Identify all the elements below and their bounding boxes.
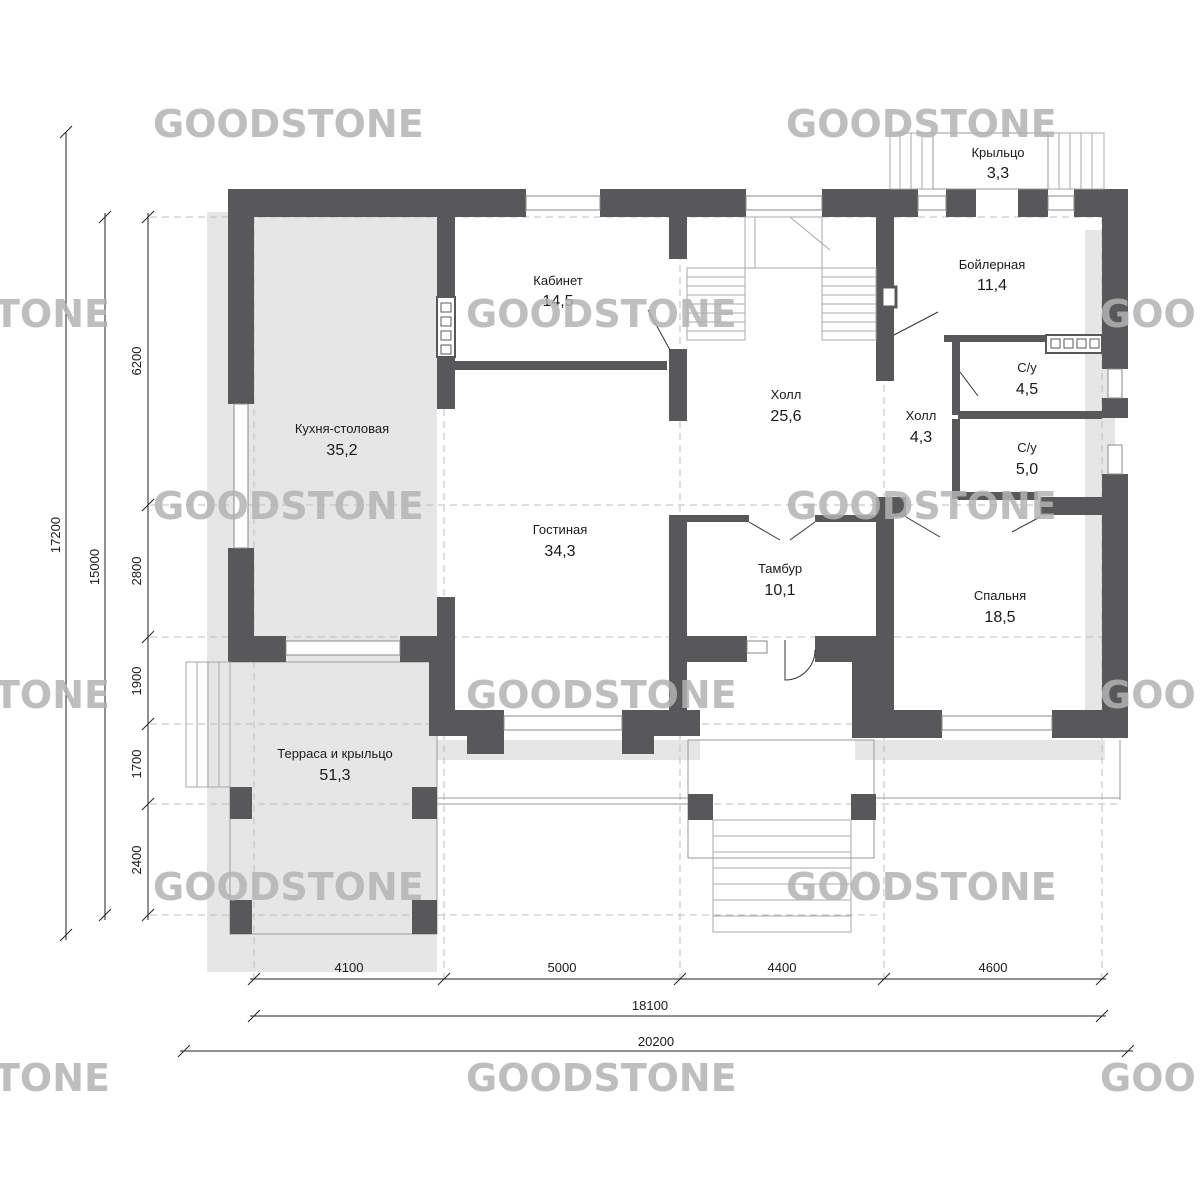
room-name-living: Гостиная xyxy=(533,522,588,537)
windows xyxy=(233,195,1123,731)
room-name-terrace: Терраса и крыльцо xyxy=(277,746,393,761)
room-area-wc1: 4,5 xyxy=(1016,381,1038,398)
room-name-wc1: С/у xyxy=(1017,360,1037,375)
room-area-porch: 3,3 xyxy=(987,165,1009,182)
room-area-hall-small: 4,3 xyxy=(910,429,932,446)
dim-bottom-1: 4100 xyxy=(335,960,364,975)
room-name-study: Кабинет xyxy=(533,273,582,288)
dim-left-4: 1700 xyxy=(129,750,144,779)
watermark-14: GOODSTONE xyxy=(466,1056,737,1100)
dim-bottom-3: 4400 xyxy=(768,960,797,975)
room-name-hall-main: Холл xyxy=(771,387,802,402)
dim-left-5: 2400 xyxy=(129,846,144,875)
dim-width-inner: 18100 xyxy=(632,998,668,1013)
room-area-vestibule: 10,1 xyxy=(764,582,795,599)
watermark-5: GOO xyxy=(1100,292,1196,336)
watermark-1: GOODSTONE xyxy=(153,102,424,146)
dim-left-2: 2800 xyxy=(129,557,144,586)
room-name-porch: Крыльцо xyxy=(971,145,1024,160)
watermark-9: GOODSTONE xyxy=(466,673,737,717)
room-area-terrace: 51,3 xyxy=(319,767,350,784)
room-area-wc2: 5,0 xyxy=(1016,461,1038,478)
watermark-8: TONE xyxy=(0,673,110,717)
room-area-study: 14,5 xyxy=(542,293,573,310)
room-name-boiler: Бойлерная xyxy=(959,257,1026,272)
watermarks: GOODSTONE GOODSTONE TONE GOODSTONE GOO G… xyxy=(0,102,1196,1100)
room-area-boiler: 11,4 xyxy=(977,277,1007,294)
watermark-6: GOODSTONE xyxy=(153,484,424,528)
dim-height-mid: 15000 xyxy=(87,549,102,585)
doors xyxy=(647,309,1041,681)
room-area-bedroom: 18,5 xyxy=(984,609,1015,626)
watermark-15: GOO xyxy=(1100,1056,1196,1100)
watermark-13: TONE xyxy=(0,1056,110,1100)
dim-left-3: 1900 xyxy=(129,667,144,696)
watermark-7: GOODSTONE xyxy=(786,484,1057,528)
room-name-bedroom: Спальня xyxy=(974,588,1026,603)
room-name-kitchen: Кухня-столовая xyxy=(295,421,389,436)
room-labels: Крыльцо 3,3 Бойлерная 11,4 Кабинет 14,5 … xyxy=(277,145,1038,784)
dimension-labels: 4100 5000 4400 4600 18100 20200 6200 280… xyxy=(48,347,1007,1049)
room-name-vestibule: Тамбур xyxy=(758,561,802,576)
room-area-hall-main: 25,6 xyxy=(770,408,801,425)
dim-height-total: 17200 xyxy=(48,517,63,553)
dim-width-total: 20200 xyxy=(638,1034,674,1049)
watermark-2: GOODSTONE xyxy=(786,102,1057,146)
room-area-kitchen: 35,2 xyxy=(326,442,357,459)
watermark-10: GOO xyxy=(1100,673,1196,717)
watermark-4: GOODSTONE xyxy=(466,292,737,336)
dim-bottom-4: 4600 xyxy=(979,960,1008,975)
room-name-hall-small: Холл xyxy=(906,408,937,423)
boiler-equipment xyxy=(436,285,1103,358)
dimension-lines xyxy=(59,125,1135,1058)
dim-left-1: 6200 xyxy=(129,347,144,376)
watermark-11: GOODSTONE xyxy=(153,865,424,909)
staircase xyxy=(185,132,1105,933)
walls xyxy=(228,189,1128,934)
room-name-wc2: С/у xyxy=(1017,440,1037,455)
dim-bottom-2: 5000 xyxy=(548,960,577,975)
watermark-3: TONE xyxy=(0,292,110,336)
room-area-living: 34,3 xyxy=(544,543,575,560)
watermark-12: GOODSTONE xyxy=(786,865,1057,909)
